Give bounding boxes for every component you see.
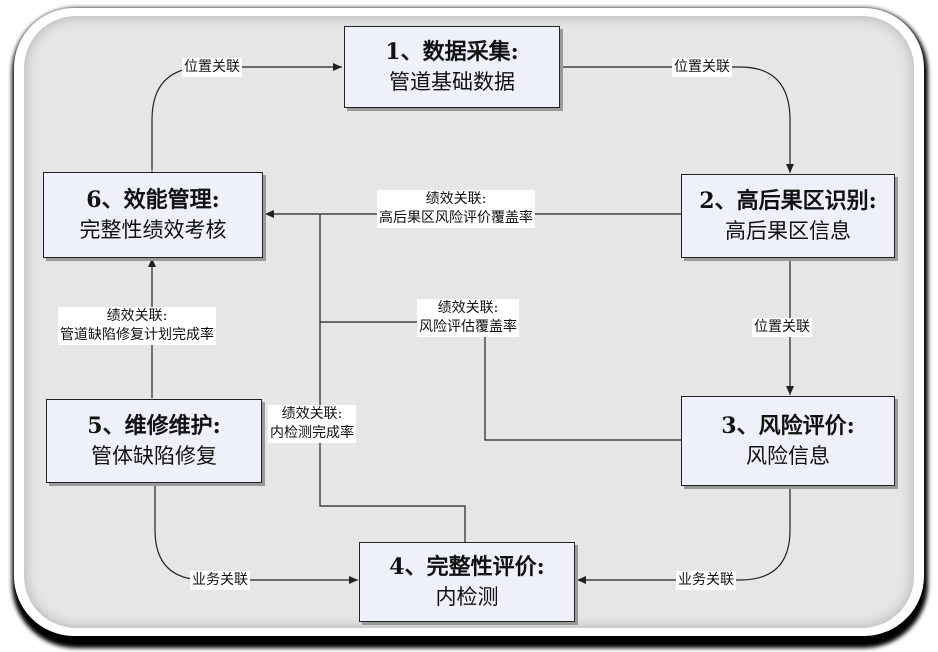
- edge-n1-n2: [554, 63, 794, 173]
- node-title: 1、数据采集:: [385, 39, 519, 65]
- node-maintenance: 5、维修维护: 管体缺陷修复: [46, 399, 262, 483]
- node-subtitle: 管体缺陷修复: [91, 444, 217, 468]
- node-data-collection: 1、数据采集: 管道基础数据: [344, 26, 560, 108]
- node-title: 6、效能管理:: [86, 187, 220, 213]
- label-text: 业务关联: [678, 572, 734, 588]
- node-subtitle: 风险信息: [746, 444, 830, 468]
- edge-n5-n4: [151, 476, 358, 584]
- label-line: 绩效关联:: [437, 300, 499, 316]
- label-n5-n4: 业务关联: [190, 571, 250, 590]
- node-subtitle: 完整性绩效考核: [79, 218, 227, 242]
- node-title: 2、高后果区识别:: [699, 188, 877, 214]
- node-subtitle: 管道基础数据: [389, 70, 515, 94]
- edge-n4-n6: [319, 214, 466, 542]
- label-text: 位置关联: [674, 59, 730, 75]
- label-n3-n6: 绩效关联: 风险评估覆盖率: [417, 299, 519, 337]
- node-subtitle: 内检测: [435, 585, 499, 609]
- node-subtitle: 高后果区信息: [725, 219, 851, 243]
- node-risk-assessment: 3、风险评价: 风险信息: [681, 396, 895, 486]
- label-n3-n4: 业务关联: [676, 571, 736, 590]
- label-text: 位置关联: [184, 59, 240, 75]
- node-title: 4、完整性评价:: [389, 554, 545, 580]
- label-text: 位置关联: [754, 319, 810, 335]
- label-n1-n2: 位置关联: [672, 58, 732, 77]
- label-n2-n3: 位置关联: [752, 318, 812, 337]
- node-title: 3、风险评价:: [721, 413, 855, 439]
- label-n4-n6: 绩效关联: 内检测完成率: [268, 405, 356, 443]
- node-hca-identification: 2、高后果区识别: 高后果区信息: [681, 174, 895, 258]
- label-line: 内检测完成率: [270, 425, 354, 441]
- node-title: 5、维修维护:: [87, 413, 221, 439]
- label-line: 绩效关联:: [425, 191, 487, 207]
- edge-n3-n4: [577, 477, 794, 584]
- label-line: 管道缺陷修复计划完成率: [60, 327, 214, 343]
- label-text: 业务关联: [192, 572, 248, 588]
- edge-n6-n1: [148, 63, 342, 179]
- label-line: 风险评估覆盖率: [419, 319, 517, 335]
- edge-n3-n6: [320, 321, 682, 441]
- label-line: 绩效关联:: [106, 308, 168, 324]
- label-line: 绩效关联:: [281, 406, 343, 422]
- label-n2-n6: 绩效关联: 高后果区风险评价覆盖率: [377, 190, 535, 228]
- label-line: 高后果区风险评价覆盖率: [379, 210, 533, 226]
- node-integrity-assessment: 4、完整性评价: 内检测: [359, 542, 575, 622]
- node-performance-management: 6、效能管理: 完整性绩效考核: [43, 172, 263, 258]
- label-n6-n1: 位置关联: [182, 58, 242, 77]
- label-n5-n6: 绩效关联: 管道缺陷修复计划完成率: [58, 307, 216, 345]
